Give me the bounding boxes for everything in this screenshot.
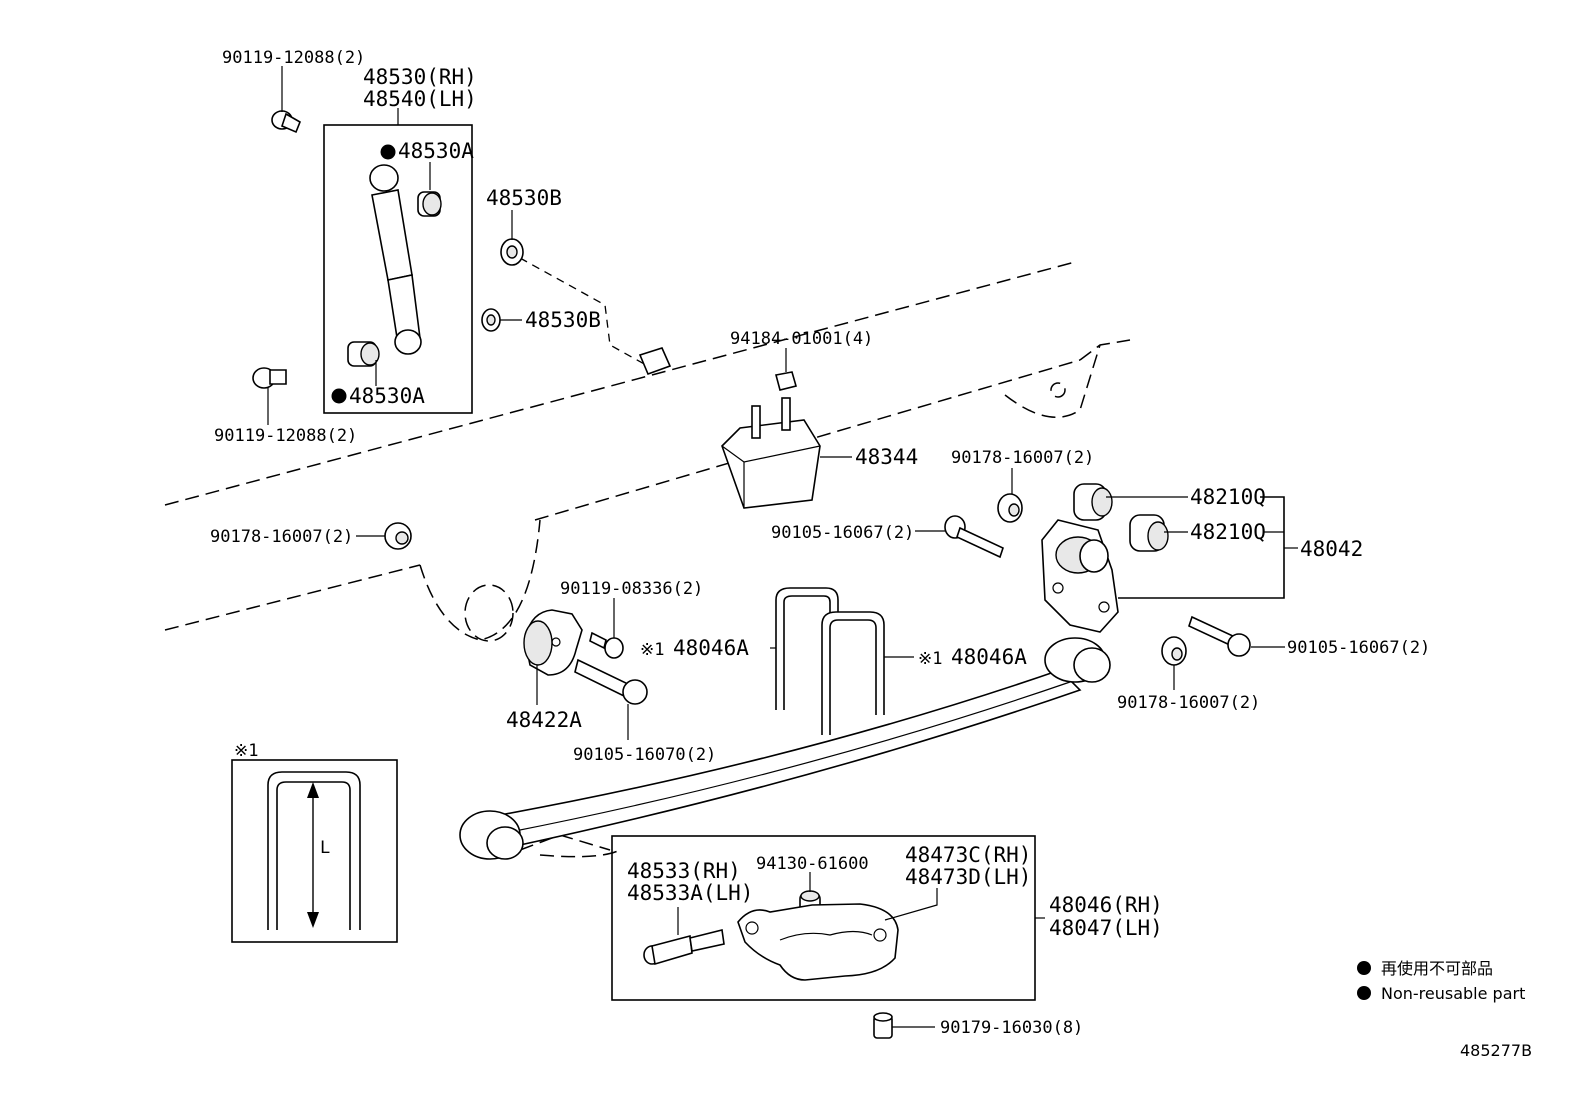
- nut-left-icon: [384, 522, 412, 550]
- label-inset-length: L: [320, 838, 330, 858]
- washer-lower-icon: [481, 308, 501, 332]
- label-nut-right-low: 90178-16007(2): [1117, 693, 1260, 713]
- shock-stud-icon: [638, 347, 672, 376]
- label-bush-bottom: 48530A: [349, 384, 425, 408]
- nut-right-low-icon: [1161, 636, 1187, 666]
- callout-labels: 90119-12088(2) 48530(RH) 48540(LH) 48530…: [210, 48, 1430, 1038]
- label-nut-right-top: 90178-16007(2): [951, 448, 1094, 468]
- legend: 再使用不可部品 Non-reusable part: [1357, 959, 1525, 1003]
- label-washer-upper: 48530B: [486, 186, 562, 210]
- spring-hanger: [523, 609, 583, 676]
- label-ubolt-left-mark: ※1: [640, 640, 664, 660]
- label-nut-left: 90178-16007(2): [210, 527, 353, 547]
- u-bolt-right: [821, 611, 885, 735]
- inset-u-bolt: [267, 771, 361, 930]
- bolt-bracket-icon: [589, 631, 624, 659]
- bushing-top-icon: [417, 191, 442, 217]
- label-ubolt-right: 48046A: [951, 645, 1027, 669]
- label-shock-lh: 48540(LH): [363, 87, 477, 111]
- label-washer-lower: 48530B: [525, 308, 601, 332]
- label-pin-lh: 48533A(LH): [627, 881, 753, 905]
- shock-absorber: [369, 164, 422, 355]
- nut-8-icon: [873, 1012, 893, 1039]
- shackle-assembly: [1041, 519, 1119, 633]
- bolt-hanger-icon: [574, 658, 648, 705]
- bolt-mid-icon: [252, 367, 287, 389]
- bolt-right-low-icon: [1188, 615, 1251, 657]
- label-bumper: 48344: [855, 445, 918, 469]
- label-shock-rh: 48530(RH): [363, 65, 477, 89]
- label-plate-lh: 48473D(LH): [905, 865, 1031, 889]
- bushing-bottom-icon: [347, 341, 380, 367]
- spring-plate: [737, 903, 899, 981]
- legend-dot-en: [1357, 986, 1371, 1000]
- diagram-id: 485277B: [1460, 1041, 1532, 1060]
- legend-dot-jp: [1357, 961, 1371, 975]
- label-plate-rh: 48473C(RH): [905, 843, 1031, 867]
- label-bolt-mid: 90119-12088(2): [214, 426, 357, 446]
- label-bolt-hanger: 90105-16070(2): [573, 745, 716, 765]
- bushing-q-lower-icon: [1129, 514, 1169, 552]
- label-inset-mark: ※1: [234, 741, 258, 761]
- leader-lines: [267, 66, 1298, 1028]
- label-spring-rh: 48046(RH): [1049, 893, 1163, 917]
- nut-94184-icon: [775, 371, 797, 391]
- label-ubolt-right-mark: ※1: [918, 649, 942, 669]
- label-nut-4: 94184-01001(4): [730, 329, 873, 349]
- label-spring-lh: 48047(LH): [1049, 916, 1163, 940]
- label-bolt-right-low: 90105-16067(2): [1287, 638, 1430, 658]
- label-pin-rh: 48533(RH): [627, 859, 741, 883]
- leaf-spring: [459, 637, 1111, 860]
- label-bush-q-upper: 48210Q: [1190, 485, 1266, 509]
- label-ubolt-left: 48046A: [673, 636, 749, 660]
- label-bushing-small: 94130-61600: [756, 854, 869, 874]
- bolt-top-icon: [271, 110, 302, 134]
- label-bush-q-lower: 48210Q: [1190, 520, 1266, 544]
- label-hanger: 48422A: [506, 708, 582, 732]
- bushing-q-upper-icon: [1073, 483, 1113, 521]
- washer-upper-icon: [500, 238, 524, 266]
- spring-pin-icon: [643, 929, 725, 966]
- non-reusable-dot-top: [380, 144, 396, 160]
- label-bolt-right-mid: 90105-16067(2): [771, 523, 914, 543]
- label-bush-top: 48530A: [398, 139, 474, 163]
- label-bolt-top: 90119-12088(2): [222, 48, 365, 68]
- label-bolt-bracket: 90119-08336(2): [560, 579, 703, 599]
- legend-en: Non-reusable part: [1381, 984, 1525, 1003]
- legend-jp: 再使用不可部品: [1381, 959, 1493, 978]
- non-reusable-dot-bottom: [331, 388, 347, 404]
- label-nut-8: 90179-16030(8): [940, 1018, 1083, 1038]
- nut-right-top-icon: [997, 493, 1023, 523]
- bolt-right-mid-icon: [944, 515, 1004, 559]
- inset-box: [231, 759, 398, 943]
- label-shackle: 48042: [1300, 537, 1363, 561]
- bump-stopper: [721, 397, 821, 509]
